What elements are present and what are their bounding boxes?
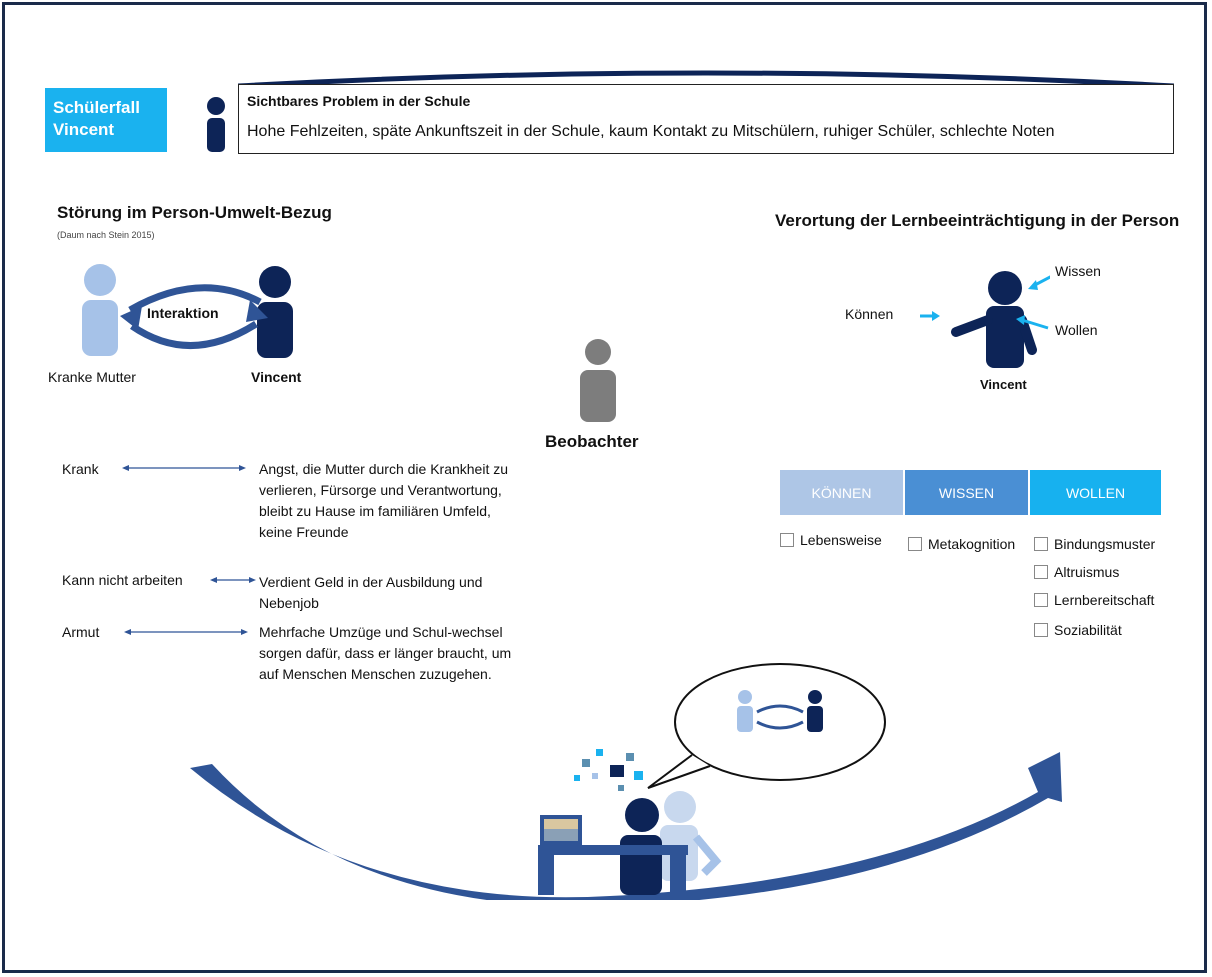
column-header-wissen: WISSEN xyxy=(905,470,1028,515)
checkbox-label: Lernbereitschaft xyxy=(1054,592,1155,608)
checkbox-icon[interactable] xyxy=(908,537,922,551)
checkbox-item[interactable]: Bindungsmuster xyxy=(1034,536,1155,552)
double-arrow xyxy=(122,465,246,471)
pair-right-2: Verdient Geld in der Ausbildung und Nebe… xyxy=(259,574,483,611)
double-arrow xyxy=(210,577,256,583)
pair-right-3: Mehrfache Umzüge und Schul-wechsel sorge… xyxy=(259,624,512,682)
problem-box-top-curve xyxy=(238,70,1174,88)
double-arrow xyxy=(124,629,248,635)
column-header-wollen: WOLLEN xyxy=(1030,470,1161,515)
problem-title: Sichtbares Problem in der Schule xyxy=(247,93,471,109)
checkbox-icon[interactable] xyxy=(1034,537,1048,551)
checkbox-icon[interactable] xyxy=(1034,623,1048,637)
koennen-label: Können xyxy=(845,306,894,322)
person-left-label: Kranke Mutter xyxy=(48,369,136,385)
checkbox-item[interactable]: Lernbereitschaft xyxy=(1034,592,1154,608)
right-heading: Verortung der Lernbeeinträchtigung in de… xyxy=(775,211,1180,230)
checkbox-icon[interactable] xyxy=(1034,593,1048,607)
checkbox-item[interactable]: Metakognition xyxy=(908,536,1015,552)
problem-text: Hohe Fehlzeiten, späte Ankunftszeit in d… xyxy=(247,123,1055,140)
case-label-line-2: Vincent xyxy=(53,120,115,139)
checkbox-label: Lebensweise xyxy=(800,532,882,548)
pair-right-1: Angst, die Mutter durch die Krankheit zu… xyxy=(259,461,509,540)
checkbox-item[interactable]: Soziabilität xyxy=(1034,622,1122,638)
problem-box: Sichtbares Problem in der Schule Hohe Fe… xyxy=(238,84,1174,154)
person-right-label: Vincent xyxy=(251,369,302,385)
pair-left-1: Krank xyxy=(62,461,99,477)
left-heading: Störung im Person-Umwelt-Bezug xyxy=(57,203,332,222)
pair-left-2: Kann nicht arbeiten xyxy=(62,572,183,588)
checkbox-label: Soziabilität xyxy=(1054,622,1122,638)
column-header-koennen: KÖNNEN xyxy=(780,470,903,515)
checkbox-item[interactable]: Lebensweise xyxy=(780,532,882,548)
checkbox-label: Bindungsmuster xyxy=(1054,536,1156,552)
vincent-label: Vincent xyxy=(980,377,1027,392)
pair-left-3: Armut xyxy=(62,624,100,640)
wollen-label: Wollen xyxy=(1055,322,1098,338)
checkbox-item[interactable]: Altruismus xyxy=(1034,564,1119,580)
speech-bubble xyxy=(647,663,886,789)
checkbox-label: Altruismus xyxy=(1054,564,1120,580)
checkbox-label: Metakognition xyxy=(928,536,1016,552)
interaction-label: Interaktion xyxy=(147,305,219,321)
observer-icon xyxy=(580,339,616,422)
checkbox-icon[interactable] xyxy=(780,533,794,547)
observer-label: Beobachter xyxy=(545,432,639,451)
case-label-line-1: Schülerfall xyxy=(53,98,140,117)
checkbox-icon[interactable] xyxy=(1034,565,1048,579)
wissen-label: Wissen xyxy=(1055,263,1101,279)
person-diagram xyxy=(920,271,1050,368)
interaction-diagram xyxy=(82,264,293,358)
case-label: Schülerfall Vincent xyxy=(45,88,167,152)
person-icon xyxy=(207,97,225,152)
citation: (Daum nach Stein 2015) xyxy=(57,230,155,240)
observer-desk-illustration xyxy=(538,749,722,895)
